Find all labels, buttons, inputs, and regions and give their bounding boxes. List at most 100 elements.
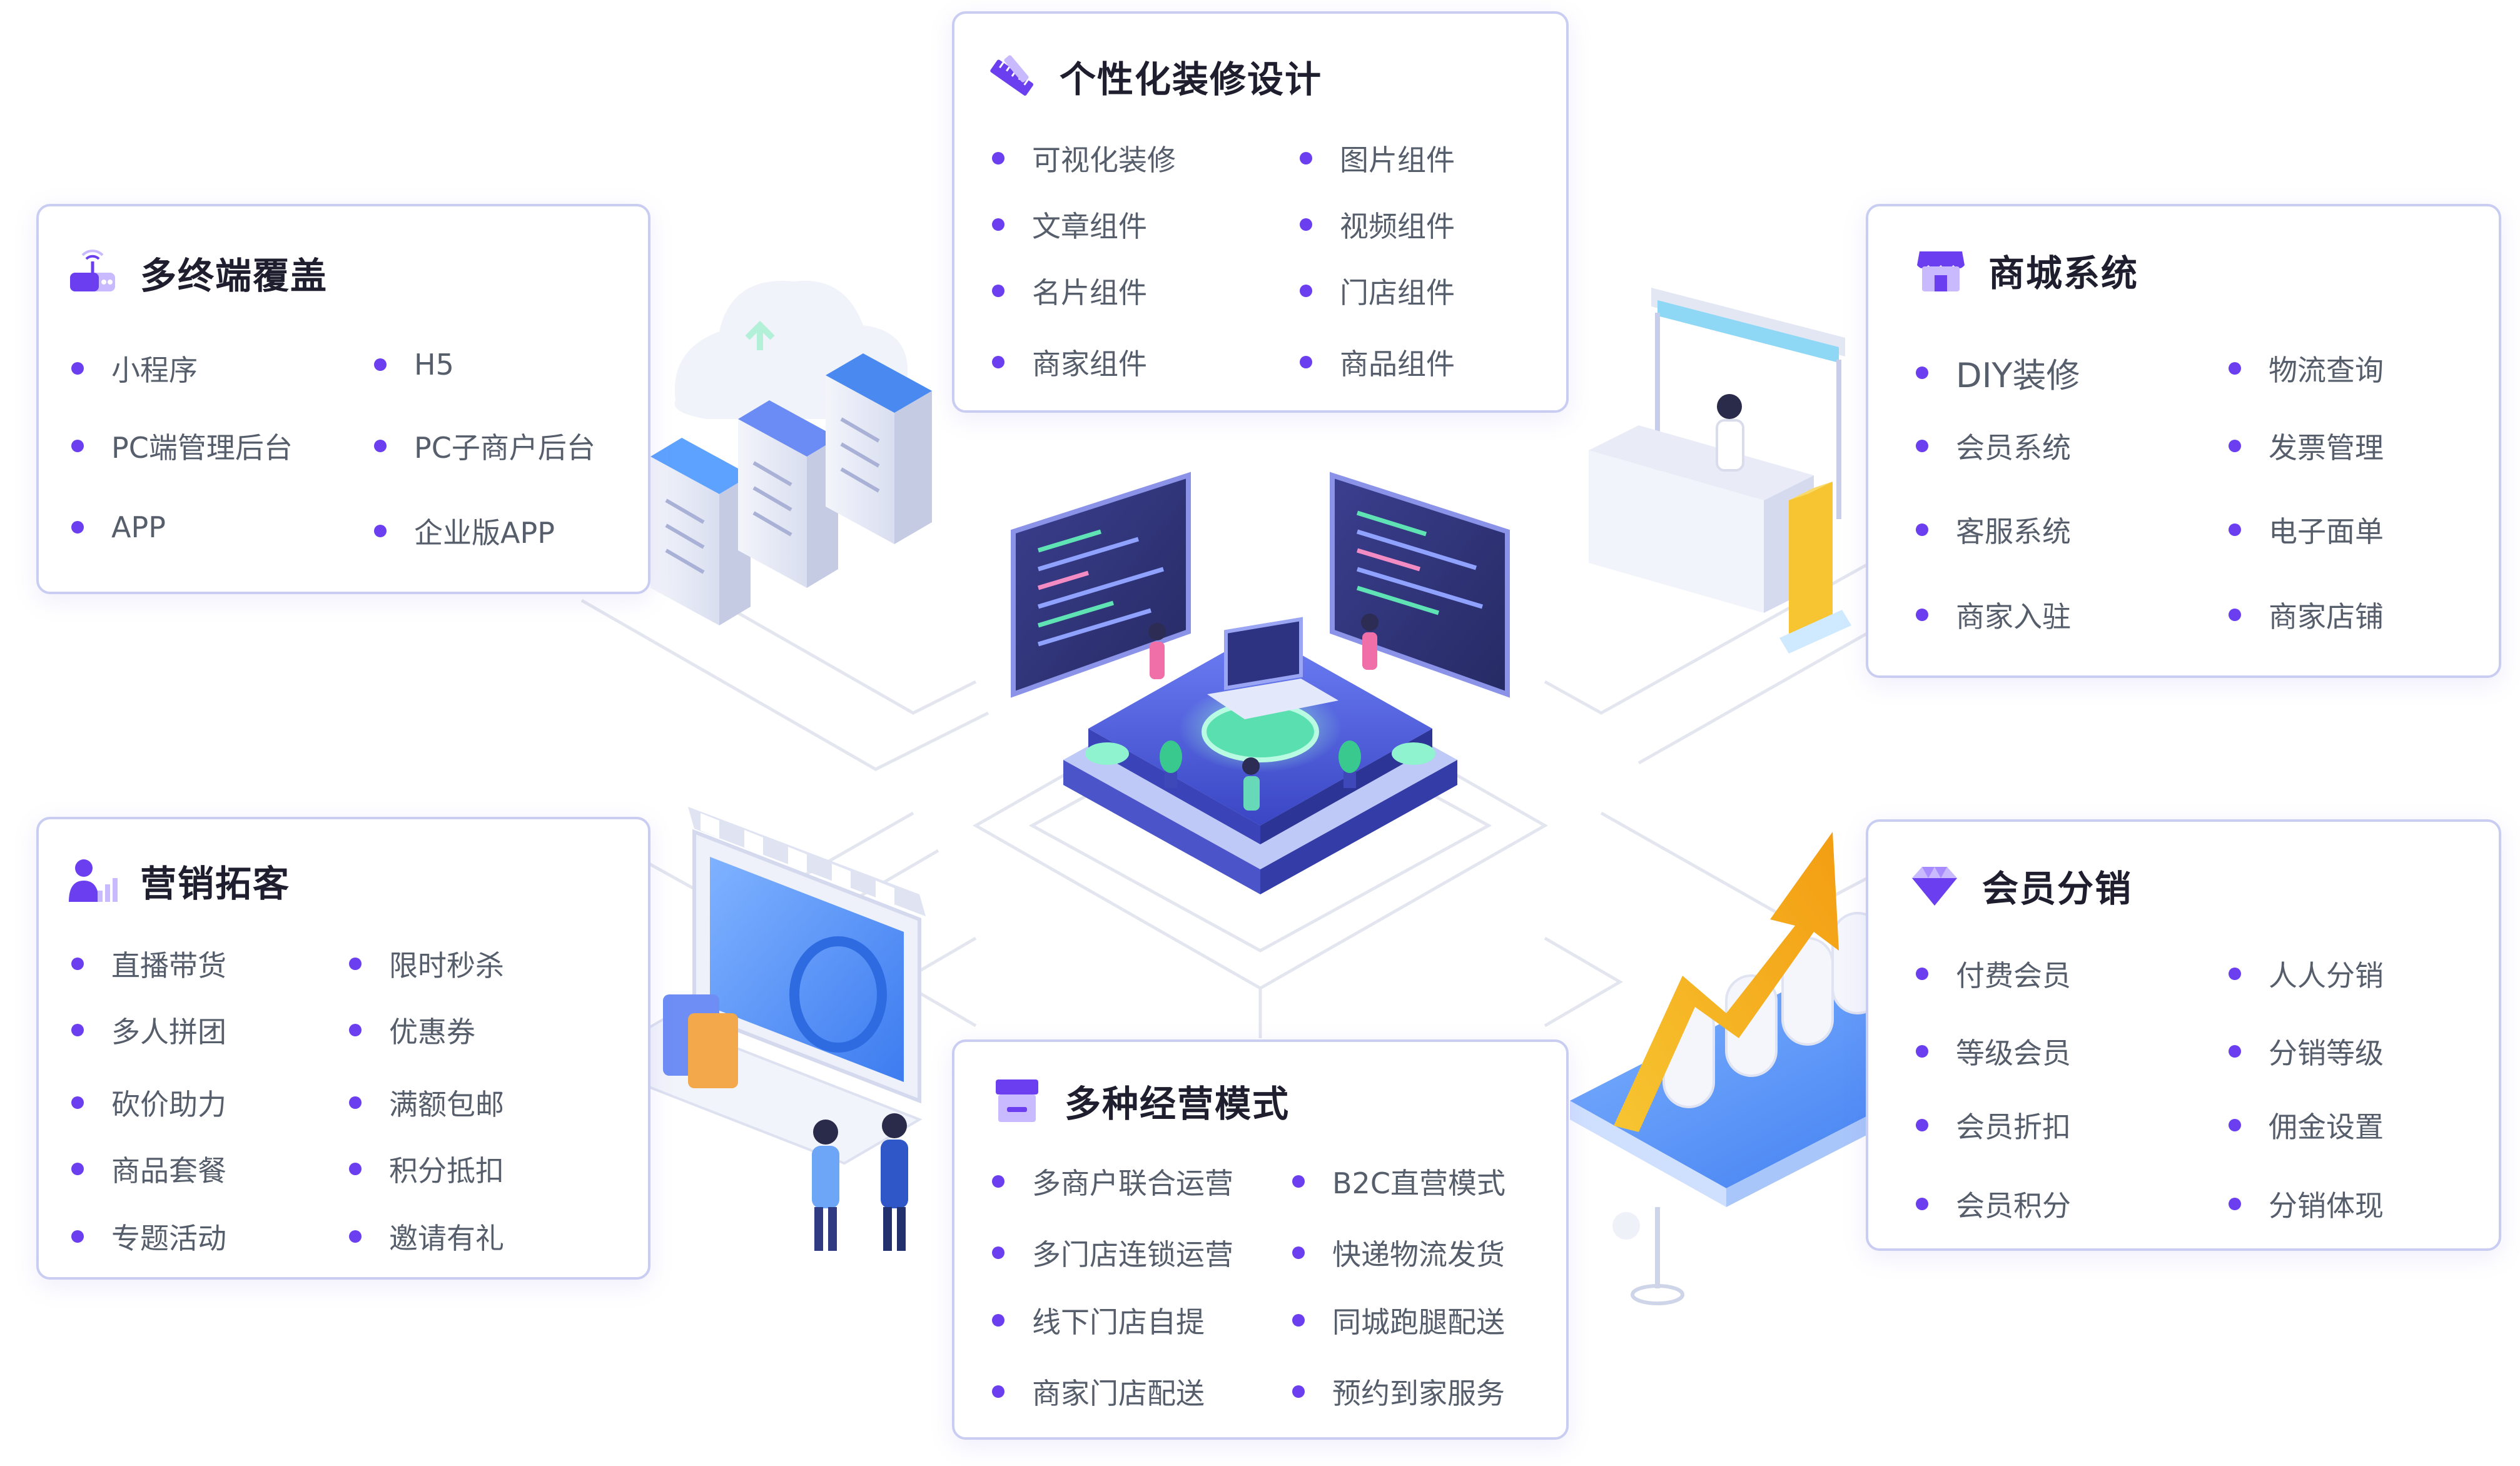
list-item: 电子面单 — [2229, 509, 2384, 550]
bullet-dot — [1300, 285, 1312, 297]
bullet-dot — [71, 1230, 84, 1243]
card-header: 个性化装修设计 — [987, 50, 1322, 103]
bullet-dot — [349, 1096, 362, 1109]
bullet-dot — [71, 362, 84, 375]
bullet-dot — [374, 440, 387, 452]
list-item: 商品组件 — [1300, 341, 1455, 383]
bullet-dot — [992, 1175, 1004, 1188]
list-item: 商家入驻 — [1916, 594, 2071, 635]
bullet-dot — [2229, 362, 2241, 375]
bullet-dot — [2229, 523, 2241, 536]
list-item: DIY装修 — [1916, 348, 2080, 397]
bullet-dot — [71, 958, 84, 970]
list-item: 佣金设置 — [2229, 1105, 2384, 1146]
storefront-icon — [1917, 251, 1965, 291]
bullet-dot — [992, 1385, 1004, 1398]
bullet-dot — [349, 1024, 362, 1036]
list-item: 专题活动 — [71, 1216, 226, 1257]
bullet-dot — [2229, 440, 2241, 452]
cloud-server-illustration — [650, 280, 932, 625]
bullet-dot — [992, 1246, 1004, 1259]
bullet-dot — [1300, 218, 1312, 231]
bullet-dot — [349, 958, 362, 970]
bullet-dot — [2229, 1045, 2241, 1058]
bullet-dot — [374, 525, 387, 537]
list-item: 多人拼团 — [71, 1009, 226, 1051]
bullet-dot — [1916, 1045, 1928, 1058]
list-item: 可视化装修 — [992, 138, 1176, 179]
bullet-dot — [71, 1024, 84, 1036]
card-mall-system: 商城系统 DIY装修 物流查询 会员系统 发票管理 客服系统 电子面单 商家入驻… — [1866, 204, 2501, 678]
bullet-dot — [992, 218, 1004, 231]
bullet-dot — [1292, 1246, 1305, 1259]
bullet-dot — [1916, 1198, 1928, 1210]
list-item: 预约到家服务 — [1292, 1371, 1505, 1412]
list-item: 物流查询 — [2229, 348, 2384, 389]
list-item: H5 — [374, 348, 454, 382]
list-item: PC子商户后台 — [374, 425, 595, 467]
list-item: 视频组件 — [1300, 204, 1455, 245]
list-item: 会员积分 — [1916, 1183, 2071, 1225]
card-marketing: 营销拓客 直播带货 限时秒杀 多人拼团 优惠券 砍价助力 满额包邮 商品套餐 积… — [36, 817, 650, 1280]
list-item: APP — [71, 510, 166, 544]
list-item: 付费会员 — [1916, 953, 2071, 994]
diamond-icon — [1912, 867, 1957, 906]
list-item: 等级会员 — [1916, 1031, 2071, 1072]
list-item: 多门店连锁运营 — [992, 1232, 1233, 1273]
bullet-dot — [1916, 968, 1928, 980]
bullet-dot — [992, 356, 1004, 368]
bullet-dot — [2229, 1119, 2241, 1131]
card-decor-design: 个性化装修设计 可视化装修 图片组件 文章组件 视频组件 名片组件 门店组件 商… — [952, 11, 1569, 413]
bullet-dot — [349, 1163, 362, 1175]
card-member-distribution: 会员分销 付费会员 人人分销 等级会员 分销等级 会员折扣 佣金设置 会员积分 … — [1866, 819, 2501, 1251]
list-item: 人人分销 — [2229, 953, 2384, 994]
card-header: 多种经营模式 — [992, 1074, 1290, 1127]
list-item: 商家店铺 — [2229, 594, 2384, 635]
card-title: 商城系统 — [1988, 252, 2139, 295]
list-item: 优惠券 — [349, 1009, 475, 1051]
bullet-dot — [992, 285, 1004, 297]
bullet-dot — [1916, 523, 1928, 536]
card-business-models: 多种经营模式 多商户联合运营 B2C直营模式 多门店连锁运营 快递物流发货 线下… — [952, 1039, 1569, 1440]
bullet-dot — [1292, 1314, 1305, 1327]
list-item: B2C直营模式 — [1292, 1161, 1505, 1202]
list-item: 邀请有礼 — [349, 1216, 504, 1257]
card-header: 商城系统 — [1916, 244, 2138, 296]
user-growth-icon — [69, 859, 118, 902]
card-title: 多终端覆盖 — [140, 255, 328, 297]
bullet-dot — [992, 152, 1004, 164]
card-title: 会员分销 — [1982, 867, 2133, 910]
list-item: 发票管理 — [2229, 425, 2384, 467]
list-item: 积分抵扣 — [349, 1148, 504, 1190]
list-item: 线下门店自提 — [992, 1300, 1205, 1341]
bullet-dot — [71, 1163, 84, 1175]
bullet-dot — [1300, 356, 1312, 368]
bullet-dot — [1916, 609, 1928, 621]
bullet-dot — [71, 1096, 84, 1109]
card-header: 营销拓客 — [68, 854, 290, 907]
list-item: 满额包邮 — [349, 1082, 504, 1123]
list-item: 会员折扣 — [1916, 1105, 2071, 1146]
list-item: 快递物流发货 — [1292, 1232, 1505, 1273]
list-item: 砍价助力 — [71, 1082, 226, 1123]
bullet-dot — [1916, 1119, 1928, 1131]
central-platform-illustration — [1011, 472, 1510, 894]
card-title: 个性化装修设计 — [1060, 58, 1323, 101]
bullet-dot — [1300, 152, 1312, 164]
router-device-icon — [70, 250, 115, 291]
list-item: PC端管理后台 — [71, 425, 293, 467]
list-item: 商家门店配送 — [992, 1371, 1205, 1412]
bullet-dot — [1916, 440, 1928, 452]
card-title: 营销拓客 — [140, 862, 291, 905]
list-item: 限时秒杀 — [349, 943, 504, 984]
ruler-pencil-icon — [990, 55, 1034, 96]
list-item: 商品套餐 — [71, 1148, 226, 1190]
list-item: 分销体现 — [2229, 1183, 2384, 1225]
card-multi-terminal: 多终端覆盖 小程序 H5 PC端管理后台 PC子商户后台 APP 企业版APP — [36, 204, 650, 594]
list-item: 多商户联合运营 — [992, 1161, 1233, 1202]
card-header: 多终端覆盖 — [68, 246, 328, 299]
bullet-dot — [1916, 366, 1928, 379]
card-title: 多种经营模式 — [1065, 1083, 1290, 1125]
bullet-dot — [2229, 609, 2241, 621]
bullet-dot — [2229, 1198, 2241, 1210]
